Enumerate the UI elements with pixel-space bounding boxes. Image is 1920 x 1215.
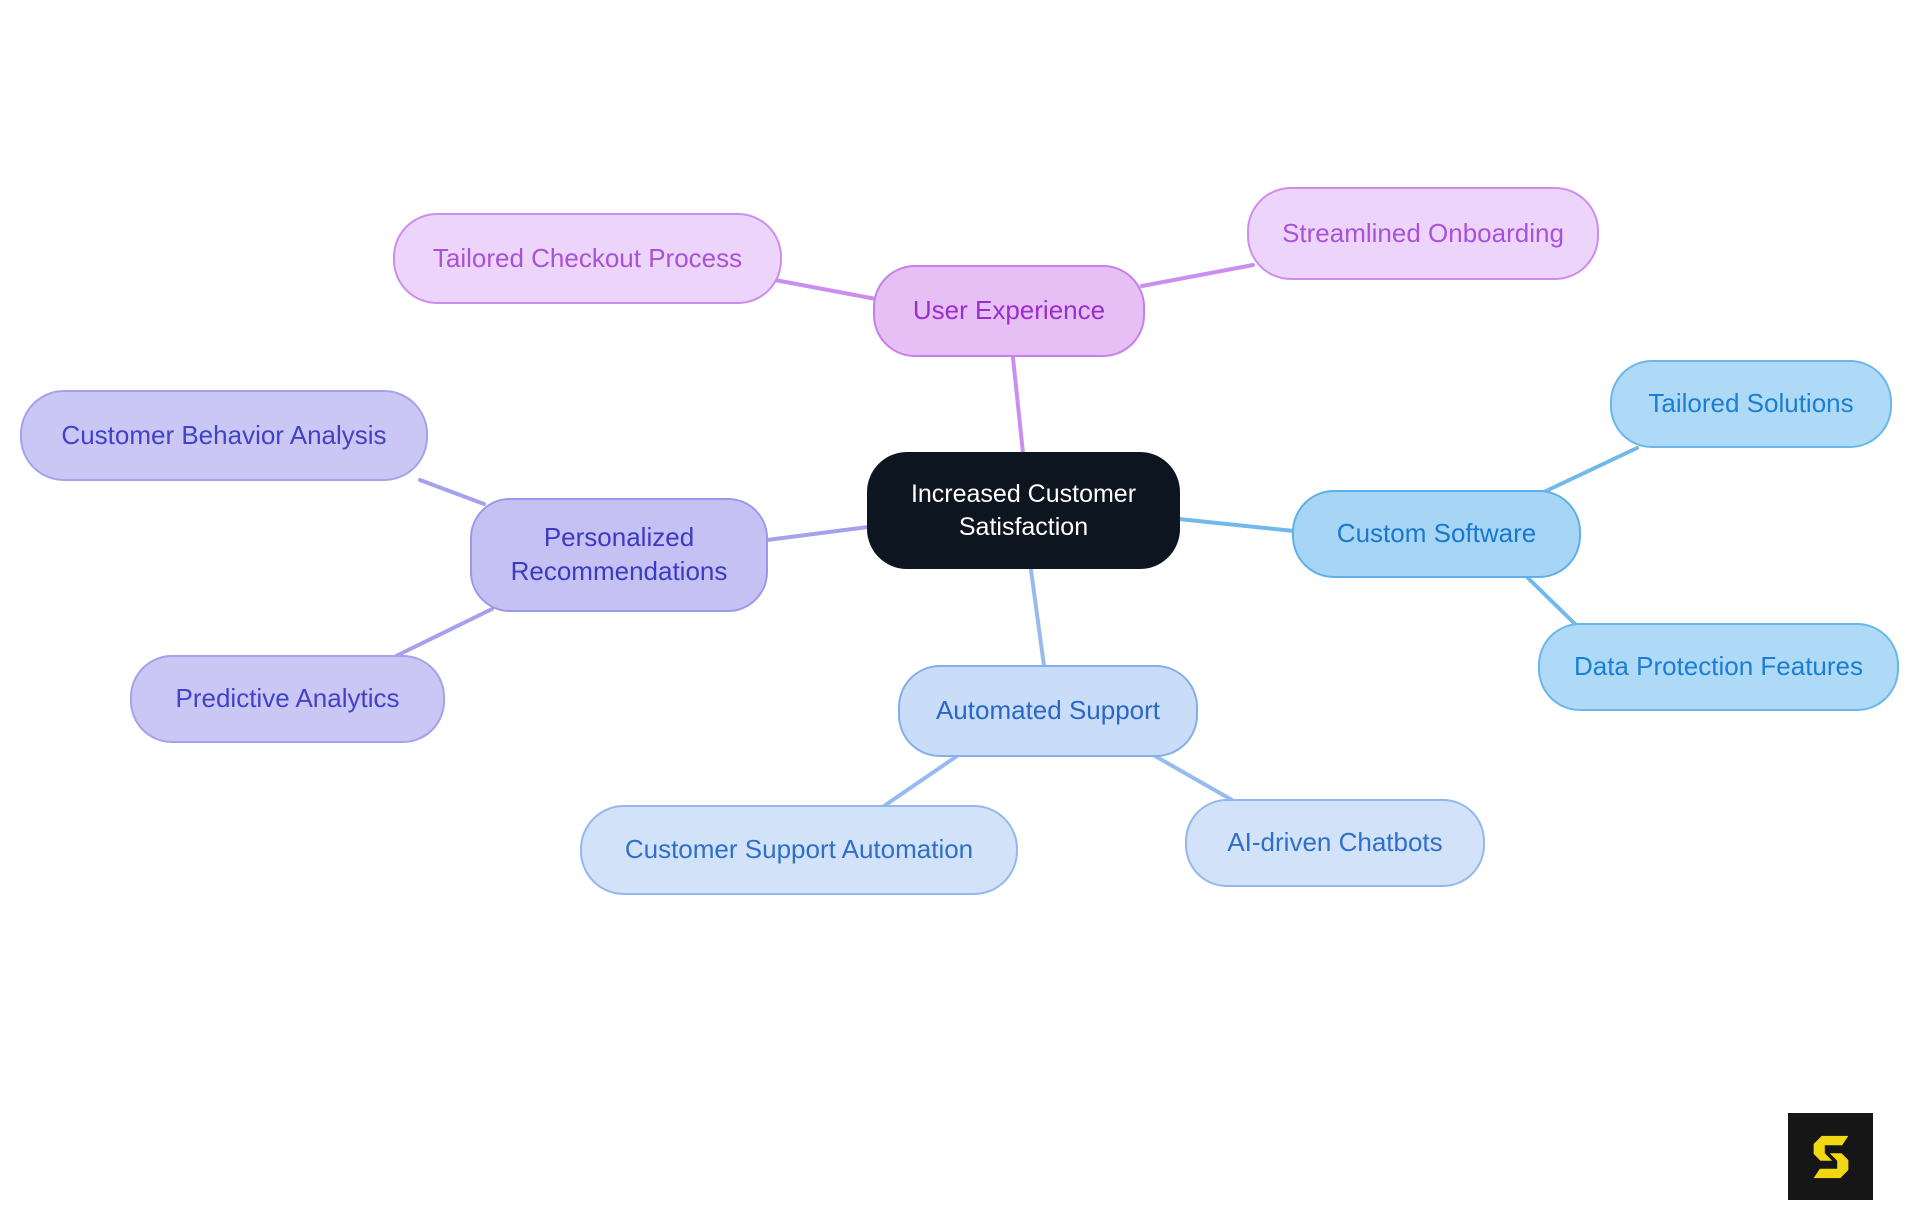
- node-data-protection-features[interactable]: Data Protection Features: [1538, 623, 1899, 711]
- node-increased-customer-satisfaction[interactable]: Increased Customer Satisfaction: [867, 452, 1180, 569]
- node-custom-software[interactable]: Custom Software: [1292, 490, 1581, 578]
- edge-automatedsupport-aichatbots: [1153, 754, 1234, 802]
- edge-userexperience-center: [1011, 356, 1025, 455]
- edge-center-customsoftware: [1177, 517, 1296, 533]
- node-customer-behavior-analysis[interactable]: Customer Behavior Analysis: [20, 390, 428, 481]
- edge-tailoredcheckout-userexperience: [773, 278, 878, 301]
- node-tailored-solutions[interactable]: Tailored Solutions: [1610, 360, 1892, 448]
- edge-userexperience-streamlinedonboarding: [1140, 263, 1255, 288]
- brand-watermark: [1788, 1113, 1873, 1200]
- edge-customsoftware-dataprotection: [1525, 575, 1578, 627]
- node-user-experience[interactable]: User Experience: [873, 265, 1145, 357]
- node-ai-driven-chatbots[interactable]: AI-driven Chatbots: [1185, 799, 1485, 887]
- node-automated-support[interactable]: Automated Support: [898, 665, 1198, 757]
- node-predictive-analytics[interactable]: Predictive Analytics: [130, 655, 445, 743]
- edge-personalizedrec-center: [765, 525, 870, 542]
- node-customer-support-automation[interactable]: Customer Support Automation: [580, 805, 1018, 895]
- edge-personalizedrec-predictiveanalytics: [394, 607, 494, 658]
- node-personalized-recommendations[interactable]: Personalized Recommendations: [470, 498, 768, 612]
- edge-automatedsupport-customersupport: [882, 754, 959, 808]
- node-tailored-checkout-process[interactable]: Tailored Checkout Process: [393, 213, 782, 304]
- edge-customsoftware-tailoredsolutions: [1544, 446, 1639, 493]
- s-logo-icon: [1813, 1135, 1848, 1178]
- node-streamlined-onboarding[interactable]: Streamlined Onboarding: [1247, 187, 1599, 280]
- edge-center-automatedsupport: [1029, 568, 1046, 668]
- edge-customerbehavior-personalizedrec: [418, 478, 486, 506]
